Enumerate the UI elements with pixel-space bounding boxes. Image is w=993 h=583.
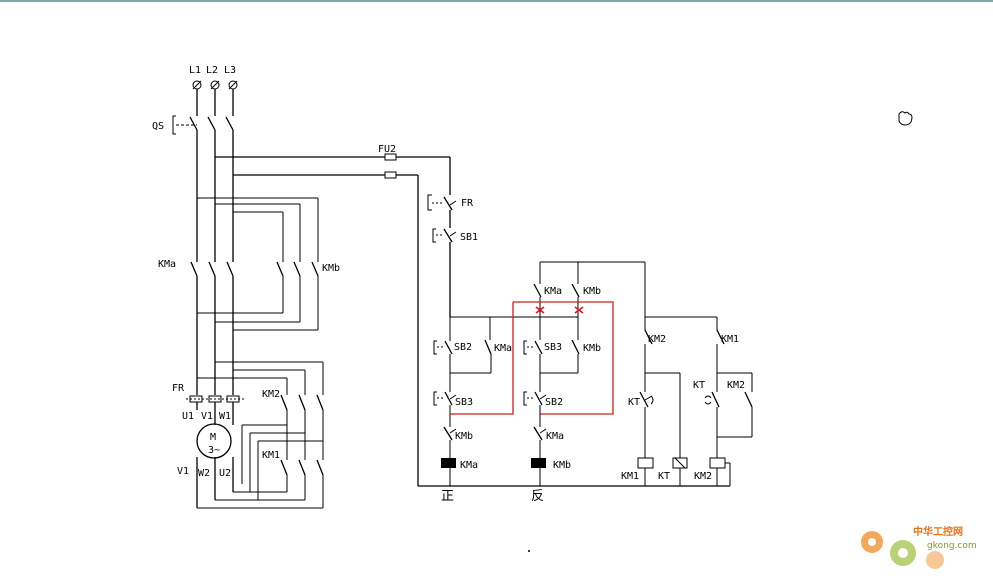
kmb-coil [531, 458, 546, 468]
coil-kt-label: KT [658, 471, 670, 482]
kma-main-contacts [190, 261, 234, 277]
km2-coil [709, 457, 726, 469]
kma-coil-label: KMa [460, 460, 478, 471]
kmb-hold-contact [571, 339, 580, 355]
terminal-v1-top: V1 [201, 411, 213, 422]
fr-main-label: FR [172, 383, 185, 394]
red-interlock-wire-right [513, 301, 614, 415]
kmb-main-label: KMb [322, 263, 340, 274]
fr-control-contact [427, 194, 457, 211]
fu2-label: FU2 [378, 144, 396, 155]
coil-km1-label: KM1 [621, 471, 639, 482]
kmb-main-contacts [276, 261, 319, 277]
km1-coil [637, 457, 654, 469]
sb3-left-button [433, 391, 457, 406]
coil-km2-label: KM2 [694, 471, 712, 482]
terminal-u1: U1 [182, 411, 194, 422]
forward-label: 正 [441, 489, 454, 504]
sb3-mid-button [523, 340, 543, 355]
kma-hold-contact [484, 339, 492, 355]
fr-control-label: FR [461, 198, 474, 209]
km1-contact [716, 329, 725, 345]
hand-cursor-icon [898, 111, 913, 126]
kmb-hold-label: KMb [583, 343, 601, 354]
sb2-mid-button [523, 391, 547, 406]
km2-contact [644, 329, 653, 345]
phase-terminals [192, 80, 238, 90]
km2-main-label: KM2 [262, 389, 280, 400]
kma-hold-label: KMa [494, 343, 512, 354]
red-interlock-wire-left [450, 302, 514, 415]
watermark-logo: 中华工控网 gkong.com [861, 525, 977, 569]
motor-label: M [210, 432, 216, 443]
qs-switch [172, 115, 234, 135]
kma-top-contact [533, 283, 542, 298]
sb2-mid-label: SB2 [545, 397, 563, 408]
kma-coil [441, 458, 456, 468]
kt-nc-contact [639, 391, 654, 408]
kt-no-contact [704, 391, 720, 408]
kma-top-label: KMa [544, 286, 562, 297]
terminal-w2: W2 [198, 468, 210, 479]
motor-symbol: M 3~ [196, 423, 232, 459]
sb3-left-label: SB3 [455, 397, 473, 408]
kt-contact-label: KT [628, 397, 640, 408]
sb2-left-button [433, 340, 453, 355]
kmb-coil-label: KMb [553, 460, 571, 471]
phase-label-l3: L3 [224, 65, 236, 76]
reverse-label: 反 [531, 489, 544, 504]
kmb-interlock-label: KMb [455, 431, 473, 442]
sb1-label: SB1 [460, 232, 478, 243]
terminal-u2: U2 [219, 468, 231, 479]
km1-main-contacts [280, 459, 324, 476]
terminal-w1: W1 [219, 411, 231, 422]
qs-label: QS [152, 121, 164, 132]
km1-main-label: KM1 [262, 450, 280, 461]
km2-hold-contact [744, 373, 753, 408]
kma-interlock-contact [533, 426, 547, 441]
km2-main-contacts [280, 394, 324, 411]
watermark-url: gkong.com [927, 541, 977, 551]
control-circuit: FU2 FR SB1 [378, 144, 753, 504]
kmb-top-contact [571, 283, 580, 298]
fr-main-element [186, 395, 244, 403]
dot-mark [528, 550, 530, 552]
power-circuit: L1 L2 L3 QS [152, 65, 385, 509]
kma-interlock-label: KMa [546, 431, 564, 442]
watermark-text: 中华工控网 [913, 525, 963, 538]
sb1-button [432, 228, 457, 243]
sb3-mid-label: SB3 [544, 342, 562, 353]
phase-label-l1: L1 [189, 65, 201, 76]
fuse-2 [384, 171, 397, 179]
kt-contact2-label: KT [693, 380, 705, 391]
km2-hold-label: KM2 [727, 380, 745, 391]
phase-label-l2: L2 [206, 65, 218, 76]
km2-contact-label: KM2 [648, 334, 666, 345]
kmb-interlock-contact [443, 426, 457, 441]
km1-contact-label: KM1 [721, 334, 739, 345]
sb2-left-label: SB2 [454, 342, 472, 353]
kma-main-label: KMa [158, 259, 176, 270]
kmb-top-label: KMb [583, 286, 601, 297]
motor-phase-label: 3~ [208, 445, 220, 456]
terminal-v1-bottom: V1 [177, 466, 189, 477]
